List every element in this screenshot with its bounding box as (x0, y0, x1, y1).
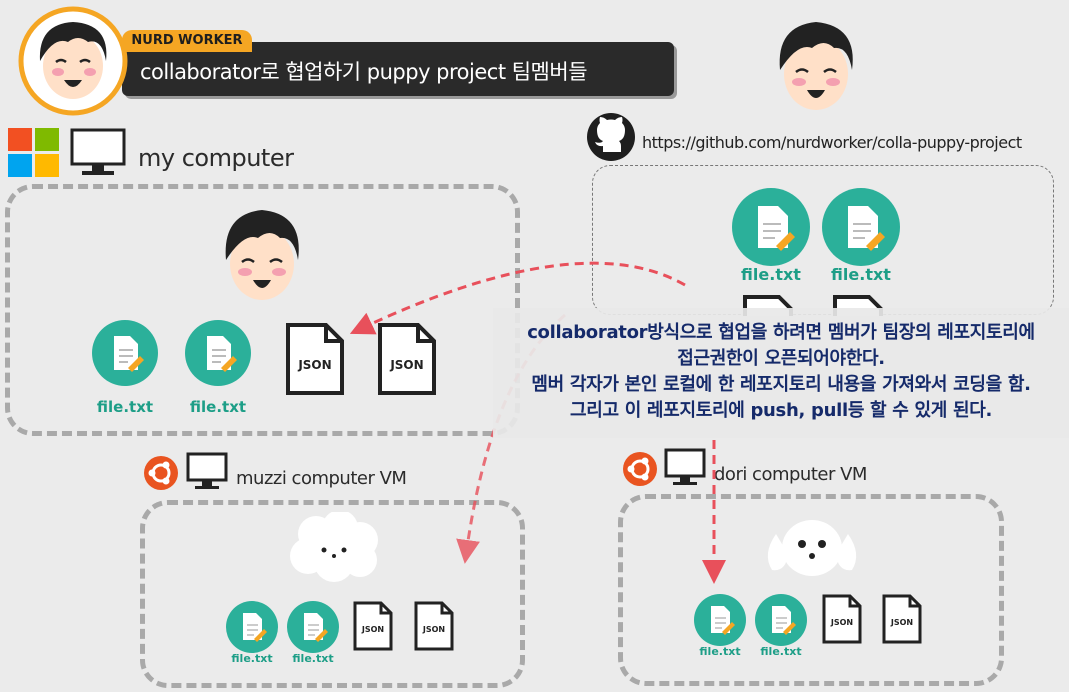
file-label: file.txt (831, 265, 891, 284)
file-label: file.txt (96, 398, 154, 416)
file-icon (755, 594, 807, 646)
muzzi-dog-avatar (290, 512, 378, 582)
callout-line-1: collaborator방식으로 협업을 하려면 멤버가 팀장의 레포지토리에 (527, 322, 1035, 343)
github-icon (587, 113, 635, 161)
file-label: file.txt (760, 645, 802, 658)
explanation-callout: collaborator방식으로 협업을 하려면 멤버가 팀장의 레포지토리에 … (493, 308, 1069, 438)
json-label: JSON (422, 625, 446, 634)
ubuntu-icon (144, 456, 178, 490)
github-url[interactable]: https://github.com/nurdworker/colla-pupp… (642, 133, 1022, 152)
header-title: collaborator로 협업하기 puppy project 팀멤버들 (140, 60, 588, 84)
json-label: JSON (390, 358, 424, 372)
json-label: JSON (361, 625, 385, 634)
file-label: file.txt (741, 265, 801, 284)
file-icon (732, 188, 810, 266)
file-label: file.txt (699, 645, 741, 658)
ubuntu-icon (623, 452, 657, 486)
json-label: JSON (830, 618, 854, 627)
json-file-icon: JSON (377, 322, 437, 396)
muzzi-computer-box (140, 500, 525, 688)
json-file-icon: JSON (882, 594, 922, 644)
monitor-icon (186, 452, 228, 489)
file-label: file.txt (189, 398, 247, 416)
file-icon (822, 188, 900, 266)
json-label: JSON (890, 618, 914, 627)
windows-icon (8, 128, 59, 177)
json-label: JSON (298, 358, 332, 372)
file-icon (287, 601, 339, 653)
monitor-icon (664, 448, 706, 485)
my-computer-label: my computer (138, 144, 294, 172)
dori-computer-box (618, 494, 1004, 686)
header-badge: NURD WORKER (122, 30, 252, 52)
file-label: file.txt (231, 652, 273, 665)
file-label: file.txt (292, 652, 334, 665)
callout-line-2: 접근권한이 오픈되어야한다. (677, 348, 885, 369)
json-file-icon: JSON (285, 322, 345, 396)
json-file-icon: JSON (414, 601, 454, 651)
file-icon (185, 320, 251, 386)
file-icon (694, 594, 746, 646)
callout-line-4: 그리고 이 레포지토리에 push, pull등 할 수 있게 된다. (569, 400, 993, 421)
member-avatar-top (779, 22, 853, 110)
dori-computer-label: dori computer VM (714, 464, 867, 485)
file-icon (92, 320, 158, 386)
file-icon (226, 601, 278, 653)
callout-line-3: 멤버 각자가 본인 로컬에 한 레포지토리 내용을 가져와서 코딩을 함. (531, 374, 1031, 395)
my-avatar (225, 210, 299, 300)
monitor-icon (70, 128, 126, 175)
dori-dog-avatar (767, 520, 857, 576)
json-file-icon: JSON (353, 601, 393, 651)
json-file-icon: JSON (822, 594, 862, 644)
leader-avatar (18, 6, 128, 116)
muzzi-computer-label: muzzi computer VM (236, 468, 407, 489)
